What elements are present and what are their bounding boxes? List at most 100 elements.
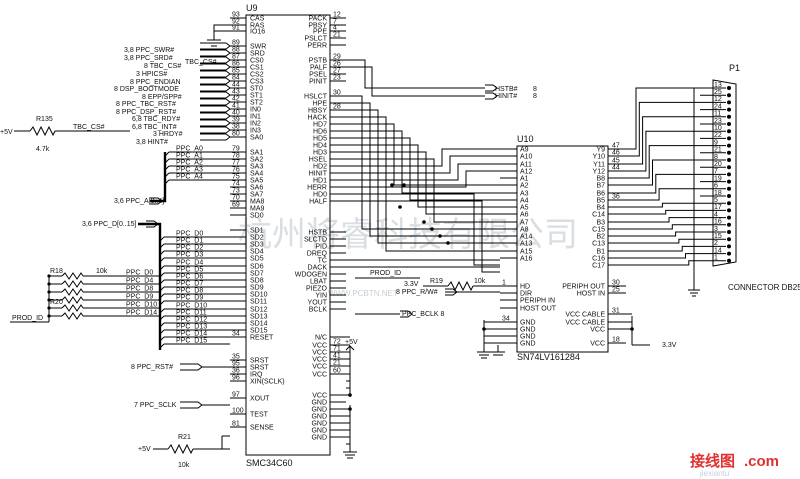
u9-right-pin-name: SLCTD: [304, 237, 327, 244]
u10-left-pin-name: A13: [520, 241, 533, 248]
db25-pin-number: 23: [714, 118, 722, 125]
r21-value: 10k: [178, 462, 190, 469]
data-entry: [159, 300, 165, 306]
u9-right-pin-name: PIEZO: [306, 286, 328, 293]
db25-wire: [626, 231, 700, 237]
u9-right-pin-name: VCC: [312, 343, 327, 350]
junction-dot: [348, 407, 352, 411]
u10-left-pin-name: GND: [520, 334, 536, 341]
u9-left-pin-number: 95: [232, 361, 240, 368]
db25-pin-contact: [727, 215, 731, 220]
u10-body: [516, 145, 609, 353]
net-flag: [146, 220, 159, 228]
control-flag: [200, 91, 231, 99]
data-entry: [159, 315, 165, 321]
data-entry: [159, 286, 165, 292]
u10-left-pin-name: PERIPH IN: [520, 298, 555, 305]
u9-right-pin-number: 72: [333, 339, 341, 346]
u9-left-pin-number: 87: [232, 54, 240, 61]
control-flag: [200, 70, 231, 78]
control-flag: [200, 42, 231, 50]
r18-value: 10k: [96, 268, 108, 275]
u9-left-pin-name: SD6: [250, 264, 264, 271]
connector-ref: P1: [729, 63, 740, 73]
u9-right-pin-name: PSLCT: [304, 36, 327, 43]
u9-right-pin-number: 28: [333, 104, 341, 111]
u9-left-pin-number: 86: [232, 61, 240, 68]
u10-right-pin-name: Y9: [596, 147, 605, 154]
pull-resistor: [61, 304, 84, 312]
u10-left-pin-name: GND: [520, 320, 536, 327]
pull-resistor: [61, 280, 84, 288]
net-ppc-swr: 3,8 PPC_SWR#: [124, 47, 174, 54]
u9-left-pin-name: SENSE: [250, 425, 274, 432]
address-entry: [164, 151, 170, 157]
u9-left-pin-name: SRD: [250, 51, 265, 58]
junction-dots: [348, 183, 634, 411]
pull-resistor: [61, 288, 84, 296]
h-bus-wire: [346, 200, 500, 273]
u10-left-pin-name: GND: [520, 341, 536, 348]
db25-pins: 1325122411231022921820719618517416315214…: [700, 82, 731, 263]
net-flag: [485, 84, 498, 92]
u9-left-pin-name: RESET: [250, 335, 274, 342]
db25-wire: [626, 188, 700, 201]
u9-right-pin-name: N/C: [315, 335, 327, 342]
h-bus-wire: [346, 130, 500, 194]
net-ppc-bclk: PPC_BCLK 8: [402, 311, 445, 318]
u9-left-pin-name: CS3: [250, 79, 264, 86]
connector-label: CONNECTOR DB25: [728, 283, 800, 292]
u9-left-pin-number: 38: [232, 124, 240, 131]
u9-left-pin-name: XIN(SCLK): [250, 379, 285, 386]
db25-wire: [626, 101, 700, 157]
junction-dot: [438, 234, 442, 238]
control-flag-shapes: [200, 42, 231, 141]
db25-pin-number: 17: [714, 204, 722, 211]
pull-name: PPC_D10: [126, 302, 157, 309]
net-flag: [150, 197, 163, 205]
u10-left-pin-name: A6: [520, 212, 529, 219]
net-flag: [400, 310, 413, 318]
u9-left-pin-name: IN3: [250, 128, 261, 135]
address-entry: [164, 165, 170, 171]
h-bus-wire: [346, 123, 500, 186]
u9-right-pin-number: 21: [333, 360, 341, 367]
u9-right-pin-name: BCLK: [309, 307, 328, 314]
db25-pin-number: 6: [714, 183, 718, 190]
db25-pin-number: 19: [714, 175, 722, 182]
db25-wire: [626, 159, 700, 186]
u9-right-pin-number: 60: [333, 368, 341, 375]
net-tbc-int: 6,8 TBC_INT#: [132, 124, 177, 131]
u10-right-pin-name: VCC: [590, 341, 605, 348]
junction-dot: [430, 227, 434, 231]
db25-pin-number: 10: [714, 125, 722, 132]
u9-right-pin-name: PALF: [310, 65, 327, 72]
db25-wire: [626, 173, 700, 194]
net-tbc-rst: 8 PPC_TBC_RST#: [116, 101, 176, 108]
r21-ref: R21: [178, 434, 191, 441]
data-entry: [159, 236, 165, 242]
u9-right-pin-name: TC: [318, 258, 327, 265]
control-flag: [200, 119, 231, 127]
u9-ref: U9: [246, 3, 258, 13]
db25-pin-number: 1: [714, 255, 718, 262]
data-name: PPC_D12: [176, 317, 207, 324]
r135-value: 4.7k: [36, 146, 50, 153]
db25-pin-number: 12: [714, 96, 722, 103]
net-epp: 8 EPP/SPP#: [142, 94, 182, 101]
logo-text: 接线图: [690, 452, 735, 470]
h-bus-wire: [346, 109, 500, 244]
pull-junction: [47, 314, 51, 318]
u9-right-pin-name: DACK: [308, 265, 328, 272]
u9-left-pin-name: SWR: [250, 44, 266, 51]
u9-left-pin-name: SD1: [250, 228, 264, 235]
u10-right-pin-name: B6: [596, 191, 605, 198]
logo-url: jiexiantu: [699, 469, 729, 478]
db25-shell: [712, 79, 737, 267]
u10-right-pin-number: 25: [612, 287, 620, 294]
r135-ref: R135: [36, 116, 53, 123]
u9-right-pin-name: HPE: [313, 101, 328, 108]
pull-name: PPC_D0: [126, 270, 153, 277]
net-dsp-rst: 8 PPC_DSP_RST#: [116, 109, 176, 116]
u9-left-pin-number: 41: [232, 103, 240, 110]
